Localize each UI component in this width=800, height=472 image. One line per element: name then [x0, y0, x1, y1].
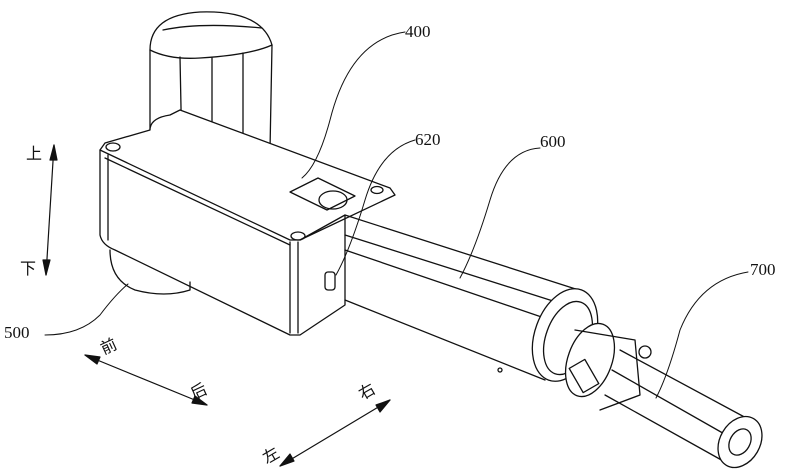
direction-down: 下 [20, 259, 37, 278]
gear-box [99, 109, 396, 336]
direction-up: 上 [26, 144, 43, 163]
leader-lines [44, 31, 749, 399]
label-500: 500 [4, 323, 30, 342]
tool [604, 349, 763, 469]
label-400: 400 [405, 22, 431, 41]
direction-arrows [42, 144, 391, 467]
coupling [564, 322, 652, 411]
label-600: 600 [540, 132, 566, 151]
label-620: 620 [415, 130, 441, 149]
label-700: 700 [750, 260, 776, 279]
